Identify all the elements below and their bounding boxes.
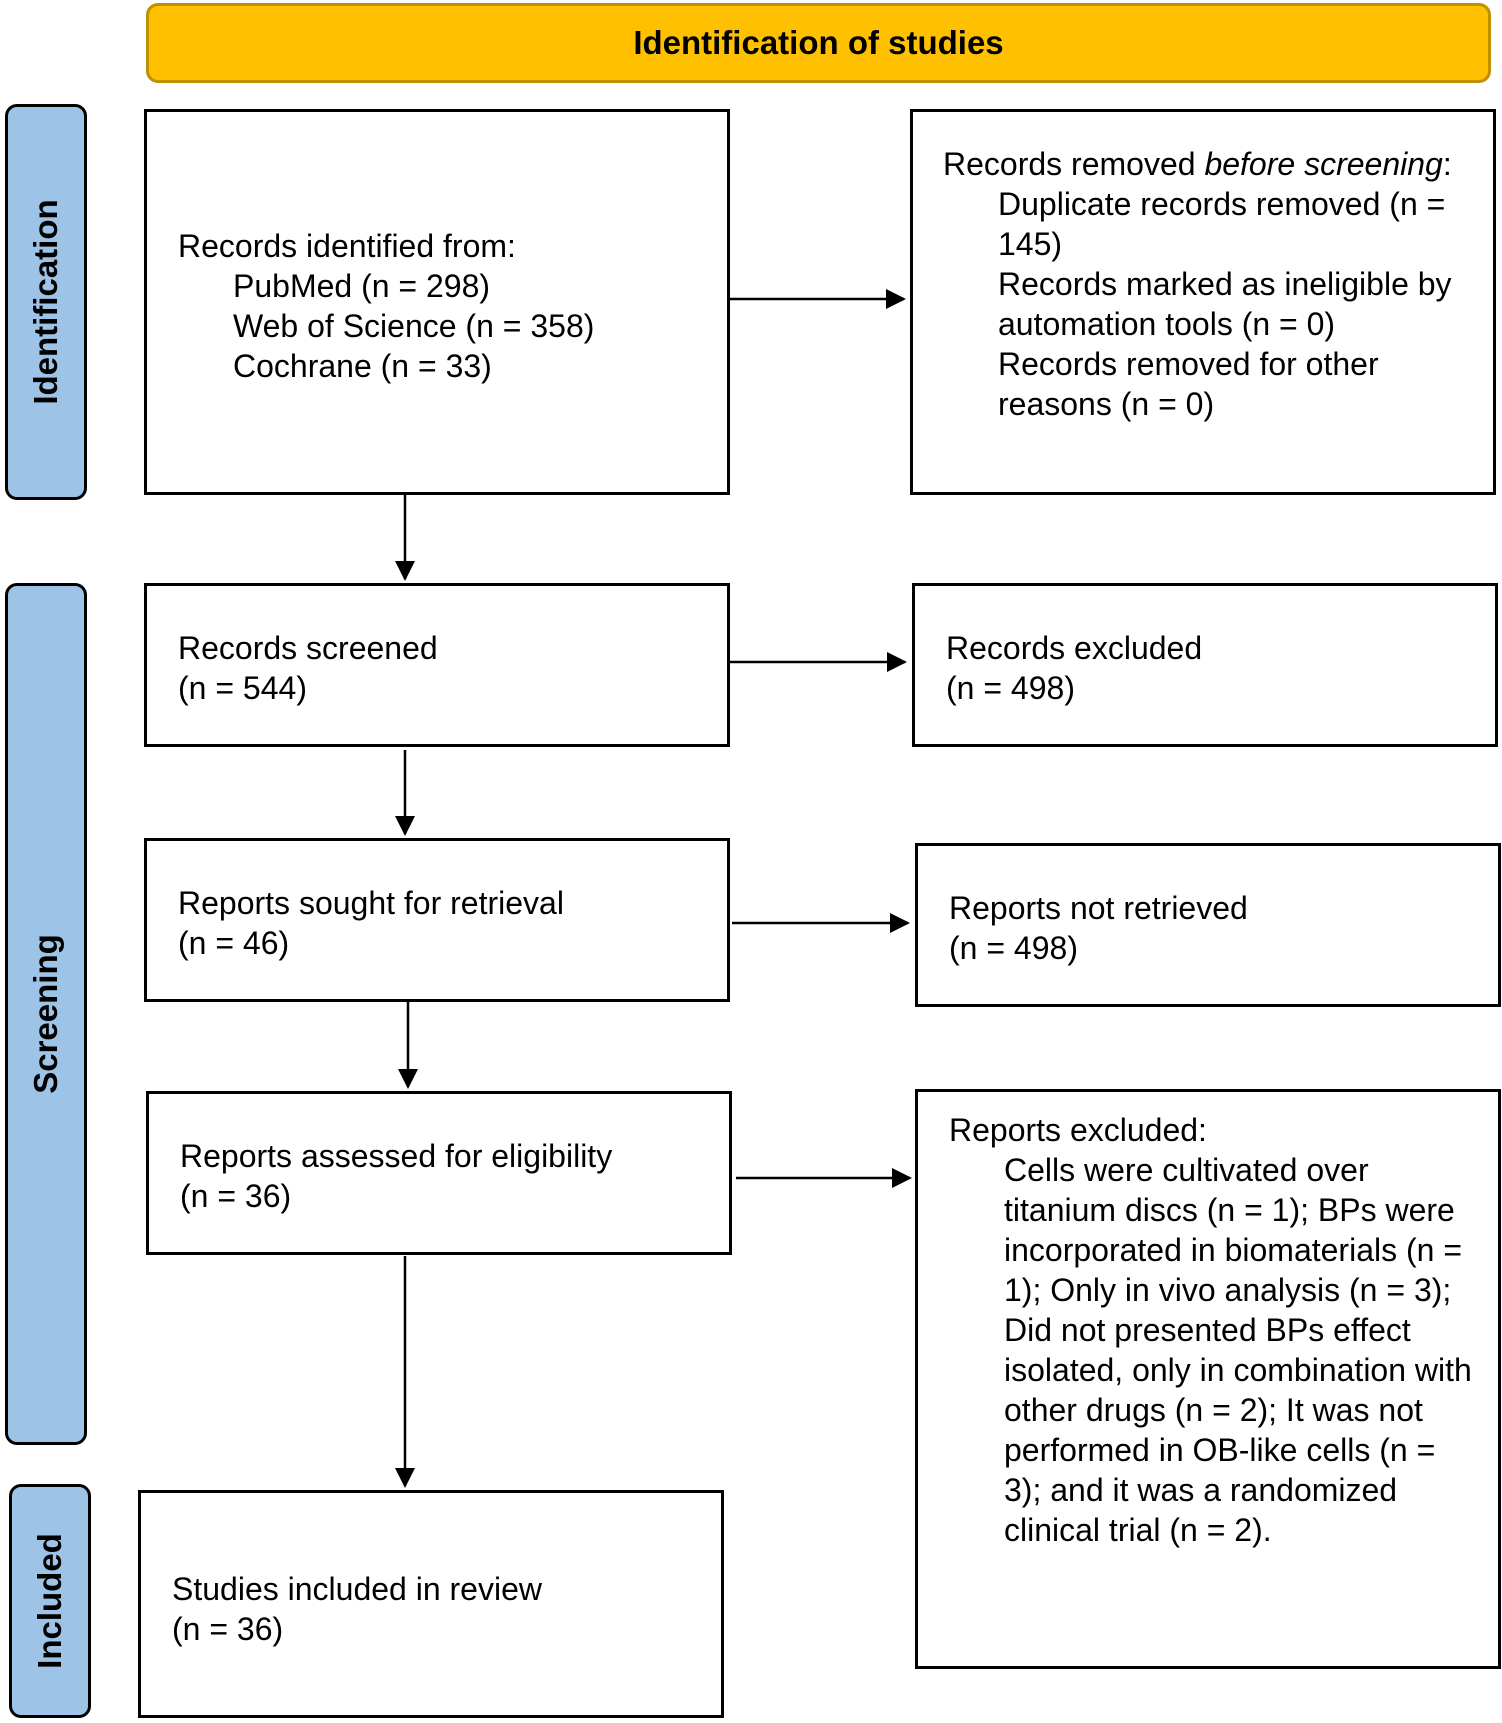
reports-assessed-count: (n = 36) xyxy=(180,1178,292,1214)
phase-screening: Screening xyxy=(5,583,87,1445)
reports-sought-heading: Reports sought for retrieval xyxy=(178,885,564,921)
records-removed-heading: Records removed before screening: xyxy=(943,146,1452,182)
reports-excluded-box: Reports excluded: Cells were cultivated … xyxy=(915,1089,1501,1669)
reports-assessed-heading: Reports assessed for eligibility xyxy=(180,1138,613,1174)
records-identified-heading: Records identified from: xyxy=(178,228,516,264)
duplicate-records-removed: Duplicate records removed (n = 145) xyxy=(998,186,1446,262)
reports-not-retrieved-heading: Reports not retrieved xyxy=(949,890,1248,926)
phase-included: Included xyxy=(9,1484,91,1718)
phase-identification: Identification xyxy=(5,104,87,500)
source-cochrane: Cochrane (n = 33) xyxy=(233,348,492,384)
records-identified-box: Records identified from: PubMed (n = 298… xyxy=(144,109,730,495)
records-screened-box: Records screened (n = 544) xyxy=(144,583,730,747)
studies-included-box: Studies included in review (n = 36) xyxy=(138,1490,724,1718)
records-screened-heading: Records screened xyxy=(178,630,438,666)
studies-included-heading: Studies included in review xyxy=(172,1571,542,1607)
header-title: Identification of studies xyxy=(633,24,1004,61)
records-excluded-heading: Records excluded xyxy=(946,630,1203,666)
records-removed-other-reasons: Records removed for other reasons (n = 0… xyxy=(998,346,1379,422)
reports-not-retrieved-box: Reports not retrieved (n = 498) xyxy=(915,843,1501,1007)
reports-assessed-box: Reports assessed for eligibility (n = 36… xyxy=(146,1091,732,1255)
records-removed-box: Records removed before screening: Duplic… xyxy=(910,109,1496,495)
reports-sought-box: Reports sought for retrieval (n = 46) xyxy=(144,838,730,1002)
records-excluded-count: (n = 498) xyxy=(946,670,1075,706)
reports-excluded-reasons: Cells were cultivated over titanium disc… xyxy=(1004,1152,1472,1548)
studies-included-count: (n = 36) xyxy=(172,1611,284,1647)
reports-sought-count: (n = 46) xyxy=(178,925,290,961)
records-marked-ineligible: Records marked as ineligible by automati… xyxy=(998,266,1452,342)
source-web-of-science: Web of Science (n = 358) xyxy=(233,308,595,344)
reports-excluded-heading: Reports excluded: xyxy=(949,1112,1207,1148)
reports-not-retrieved-count: (n = 498) xyxy=(949,930,1078,966)
source-pubmed: PubMed (n = 298) xyxy=(233,268,491,304)
identification-of-studies-header: Identification of studies xyxy=(146,3,1491,83)
records-screened-count: (n = 544) xyxy=(178,670,307,706)
records-excluded-box: Records excluded (n = 498) xyxy=(912,583,1498,747)
